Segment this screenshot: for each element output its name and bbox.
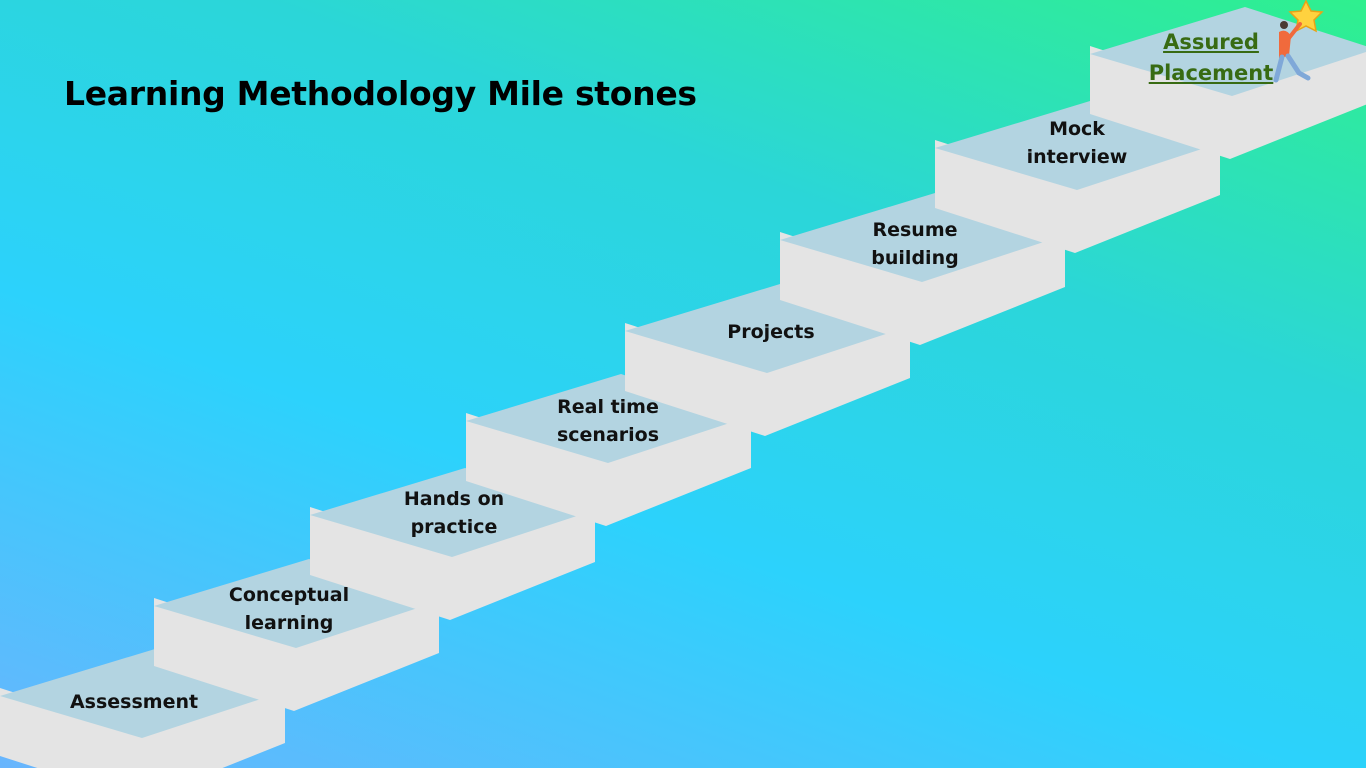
- step-label-line: scenarios: [556, 424, 660, 446]
- step-label-resume-building: Resume building: [871, 216, 958, 272]
- step-label-projects: Projects: [727, 318, 814, 346]
- step-label-line: Real time: [557, 396, 659, 418]
- step-riser: [466, 413, 606, 526]
- step-label-line: Conceptual: [228, 584, 350, 606]
- step-label-line: Projects: [727, 321, 815, 343]
- step-side: [606, 413, 751, 526]
- figure-legs: [1273, 53, 1311, 83]
- page-title: Learning Methodology Mile stones: [64, 74, 697, 113]
- step-riser: [780, 232, 920, 345]
- step-side: [1075, 140, 1220, 253]
- step-side: [294, 598, 439, 711]
- step-label-real-time-scenarios: Real time scenarios: [557, 393, 659, 449]
- figure-body: [1279, 30, 1291, 58]
- step-label-line: learning: [244, 612, 334, 634]
- figure-arm: [1287, 22, 1302, 40]
- step-riser: [0, 688, 140, 768]
- step-label-line: practice: [410, 516, 498, 538]
- step-side: [765, 323, 910, 436]
- step-label-assured-placement: Assured Placement: [1149, 27, 1274, 89]
- step-side: [1230, 48, 1366, 159]
- step-label-line: Assured: [1163, 30, 1259, 54]
- step-side: [920, 232, 1065, 345]
- star-icon: [1288, 0, 1324, 33]
- step-label-line: building: [871, 247, 959, 269]
- step-label-line: Placement: [1148, 61, 1274, 85]
- step-label-line: Mock: [1049, 118, 1105, 140]
- step-label-line: Resume: [872, 219, 958, 241]
- figure-head: [1280, 21, 1288, 29]
- step-riser: [310, 507, 450, 620]
- step-label-assessment: Assessment: [70, 688, 198, 716]
- step-label-conceptual-learning: Conceptual learning: [229, 581, 349, 637]
- step-label-line: interview: [1026, 146, 1128, 168]
- step-side: [140, 688, 285, 768]
- step-riser: [154, 598, 294, 711]
- step-label-hands-on-practice: Hands on practice: [404, 485, 504, 541]
- step-riser: [935, 140, 1075, 253]
- step-label-line: Assessment: [69, 691, 199, 713]
- person-reaching-star-icon: [1273, 0, 1324, 83]
- step-riser: [625, 323, 765, 436]
- step-side: [450, 507, 595, 620]
- step-label-line: Hands on: [403, 488, 505, 510]
- step-label-mock-interview: Mock interview: [1027, 115, 1128, 171]
- step-riser: [1090, 46, 1230, 159]
